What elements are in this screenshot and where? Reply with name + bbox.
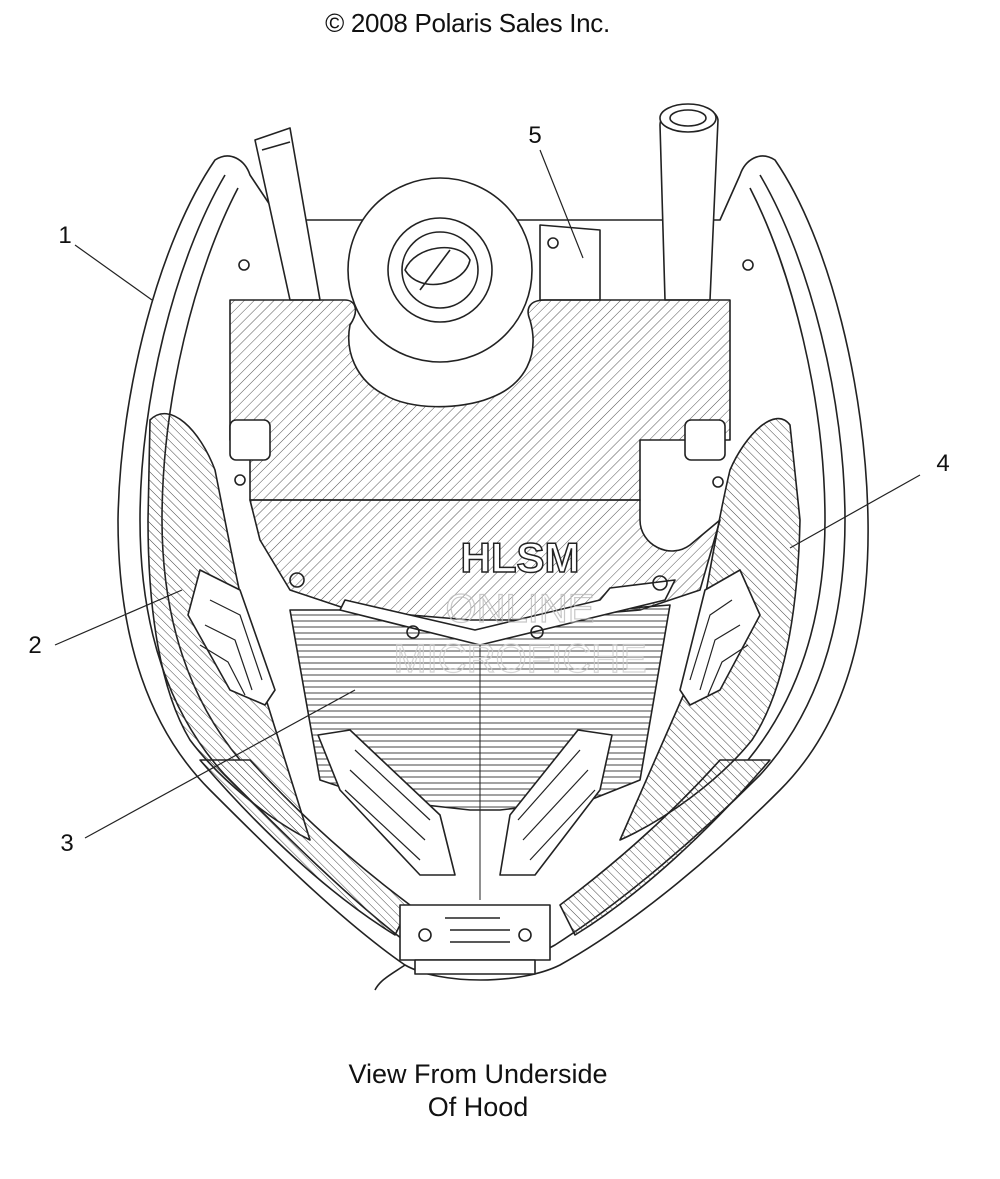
callout-5: 5: [528, 122, 542, 149]
left-vent: [187, 569, 276, 706]
callout-3: 3: [60, 830, 74, 857]
caption-line-1: View From Underside: [348, 1059, 608, 1089]
callout-4: 4: [936, 450, 950, 477]
hlsm-stamp: HLSM: [461, 534, 580, 581]
lower-right-vent: [499, 729, 613, 876]
left-post: [254, 127, 321, 301]
copyright-text: © 2008 Polaris Sales Inc.: [325, 8, 610, 38]
diagram-caption: View From Underside Of Hood: [228, 1058, 728, 1124]
watermark-microfiche: MICROFICHE: [393, 637, 646, 681]
front-bracket: [399, 904, 551, 961]
hood-outer-shell: [117, 155, 869, 981]
right-post: [659, 106, 719, 301]
lower-left-vent: [317, 729, 456, 876]
callout-1: 1: [58, 222, 72, 249]
caption-line-2: Of Hood: [427, 1092, 529, 1122]
airbox-panel: [229, 299, 731, 501]
callout-2: 2: [28, 632, 42, 659]
watermark-online: ONLINE: [446, 587, 595, 631]
